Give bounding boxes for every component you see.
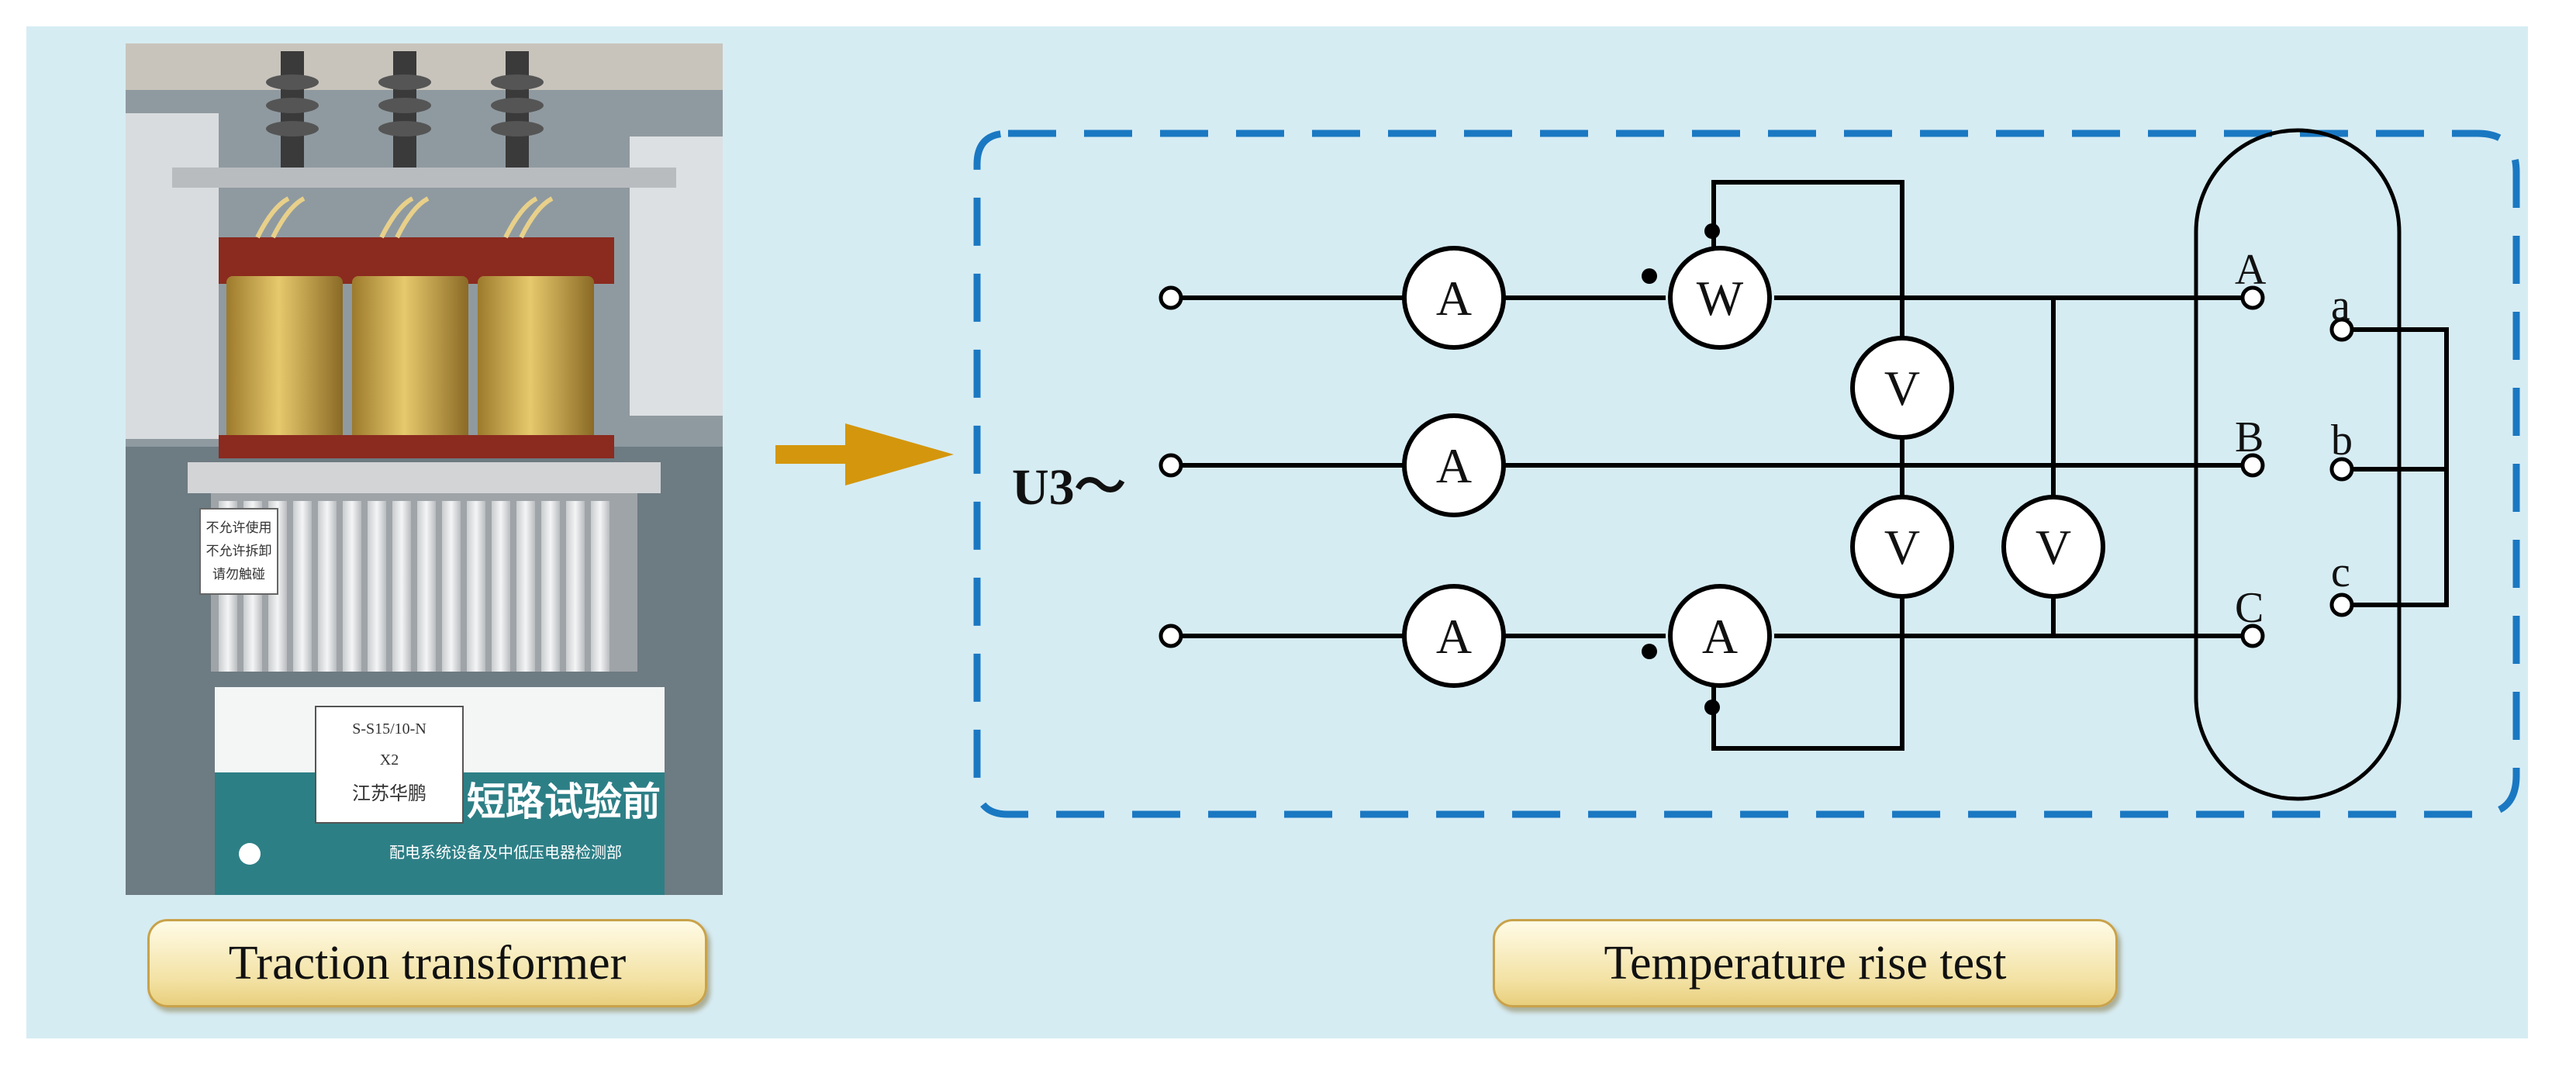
primary-terminal-a: [2240, 285, 2265, 310]
plate-main-text: 短路试验前: [467, 780, 661, 824]
warning-line-3: 请勿触碰: [212, 567, 265, 582]
primary-terminal-c: [2240, 624, 2265, 648]
voltmeter-ab: [1850, 336, 1954, 440]
ammeter-a-label: A: [1436, 271, 1472, 326]
arrow-icon: [775, 423, 954, 485]
ammeter-c2-label: A: [1702, 609, 1738, 664]
warning-line-1: 不允许使用: [206, 520, 272, 535]
secondary-label-c: c: [2331, 548, 2350, 596]
primary-terminal-b: [2240, 453, 2265, 478]
transformer-photo-drawing: 不允许使用 不允许拆卸 请勿触碰 S-S15/10-N X2 江苏华鹏 短路试验…: [126, 43, 723, 895]
source-terminal-c: [1159, 624, 1183, 648]
ammeter-b: [1402, 413, 1506, 517]
secondary-terminal-b: [2329, 457, 2354, 482]
primary-label-b: B: [2235, 413, 2263, 461]
source-label: U3～: [1012, 459, 1126, 516]
source-terminal-b: [1159, 453, 1183, 478]
plate-maker: 江苏华鹏: [352, 783, 426, 804]
polarity-dot: [1704, 223, 1720, 239]
secondary-terminal-a: [2329, 317, 2354, 342]
caption-temperature-rise-test: Temperature rise test: [1493, 919, 2118, 1007]
secondary-label-b: b: [2331, 416, 2353, 465]
ammeter-b-label: A: [1436, 438, 1472, 493]
ammeter-a: [1402, 246, 1506, 350]
transformer-outline: [2194, 128, 2402, 801]
ammeter-c2: [1668, 584, 1772, 688]
voltmeter-ab-label: V: [1884, 361, 1920, 416]
voltmeter-ac-label: V: [2036, 520, 2071, 575]
voltmeter-bc: [1850, 495, 1954, 599]
primary-label-a: A: [2235, 246, 2267, 294]
logo-icon: [239, 843, 261, 865]
polarity-dot: [1704, 700, 1720, 715]
ammeter-c-label: A: [1436, 609, 1472, 664]
plate-model: S-S15/10-N: [352, 720, 426, 738]
polarity-dot: [1642, 644, 1657, 659]
wattmeter-label: W: [1697, 271, 1744, 326]
polarity-dot: [1642, 268, 1657, 284]
voltmeter-ac: [2001, 495, 2105, 599]
primary-label-c: C: [2235, 584, 2263, 632]
plate-department: 配电系统设备及中低压电器检测部: [389, 844, 622, 862]
ammeter-c: [1402, 584, 1506, 688]
caption-traction-transformer: Traction transformer: [147, 919, 707, 1007]
wattmeter: [1668, 246, 1772, 350]
plate-number: X2: [380, 751, 399, 769]
voltmeter-bc-label: V: [1884, 520, 1920, 575]
warning-line-2: 不允许拆卸: [206, 544, 272, 558]
dashed-boundary: [973, 130, 2520, 818]
secondary-label-a: a: [2331, 282, 2350, 330]
secondary-terminal-c: [2329, 593, 2354, 617]
transformer-photo: 不允许使用 不允许拆卸 请勿触碰 S-S15/10-N X2 江苏华鹏 短路试验…: [126, 43, 723, 895]
source-terminal-a: [1159, 285, 1183, 310]
